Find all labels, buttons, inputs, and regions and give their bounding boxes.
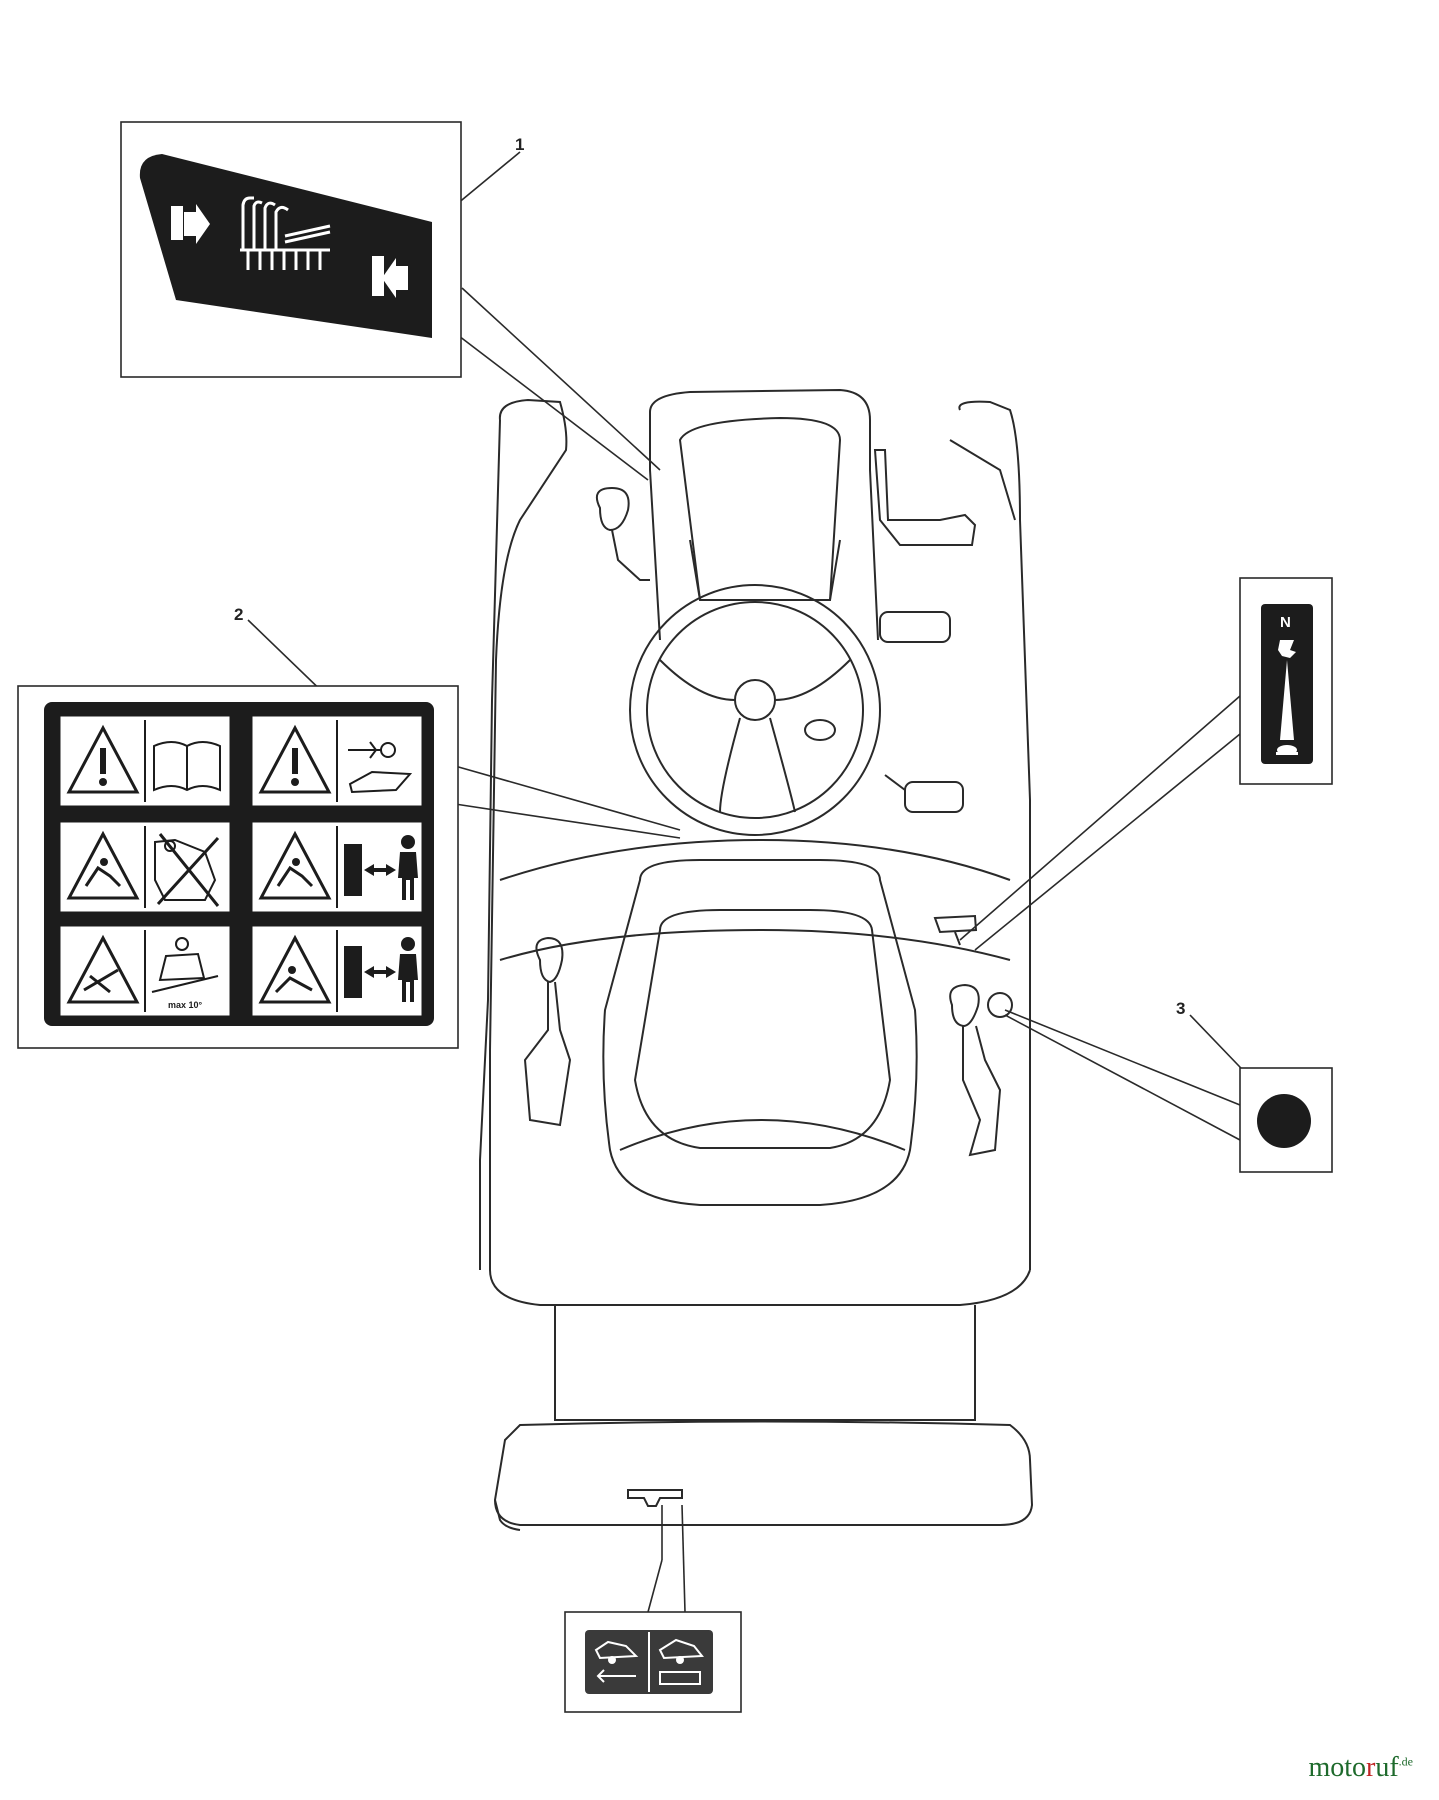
turtle-slow-icon xyxy=(1276,745,1298,755)
safe-distance-person-icon xyxy=(344,835,418,900)
watermark-logo: motoruf.de xyxy=(1308,1752,1413,1784)
warning-keep-distance-1 xyxy=(251,821,423,913)
key-maintenance-icon xyxy=(348,741,413,794)
warning-read-manual xyxy=(59,715,231,807)
warning-triangle-icon xyxy=(258,830,332,900)
callout-number-1: 1 xyxy=(515,135,524,154)
rabbit-fast-icon xyxy=(1278,640,1296,658)
warning-triangle-icon xyxy=(258,934,332,1004)
warning-keep-distance-2 xyxy=(251,925,423,1017)
warning-triangle-icon xyxy=(258,724,332,794)
riding-mower-outline xyxy=(479,388,1034,1531)
callout-number-2: 2 xyxy=(234,605,243,624)
neutral-letter: N xyxy=(1280,614,1291,631)
warning-triangle-icon xyxy=(66,934,140,1004)
decal-speed-box: N xyxy=(1239,577,1333,785)
slope-max-text: max 10° xyxy=(168,1000,203,1010)
lower-deck-icon xyxy=(594,1640,639,1683)
leader-lines xyxy=(247,151,1263,1613)
callout-number-3: 3 xyxy=(1176,999,1185,1018)
speed-wedge-icon xyxy=(1280,660,1294,740)
watermark-main: moto xyxy=(1308,1752,1367,1783)
safe-distance-person-icon xyxy=(344,937,418,1002)
watermark-accent: r xyxy=(1366,1752,1376,1783)
decal-bottom-box xyxy=(564,1611,742,1713)
manual-book-icon xyxy=(153,741,221,792)
warning-thrown-objects xyxy=(59,821,231,913)
warning-slope: max 10° xyxy=(59,925,231,1017)
warning-triangle-icon xyxy=(66,724,140,794)
decal-2-box: max 10° xyxy=(17,685,459,1049)
watermark-tld: .de xyxy=(1398,1754,1413,1769)
decal-1-discharge-label xyxy=(139,154,432,338)
decal-3-box xyxy=(1239,1067,1333,1173)
black-knob-icon xyxy=(1257,1094,1311,1148)
arrow-right-icon xyxy=(171,204,210,244)
watermark-rest: uf xyxy=(1375,1752,1399,1783)
arrow-left-icon xyxy=(372,256,408,298)
no-passengers-icon xyxy=(154,833,220,907)
decal-1-box xyxy=(120,121,462,378)
raise-deck-icon xyxy=(658,1638,704,1685)
slope-mower-icon xyxy=(151,937,219,993)
grass-discharge-icon xyxy=(240,196,331,270)
warning-remove-key xyxy=(251,715,423,807)
warning-triangle-icon xyxy=(66,830,140,900)
